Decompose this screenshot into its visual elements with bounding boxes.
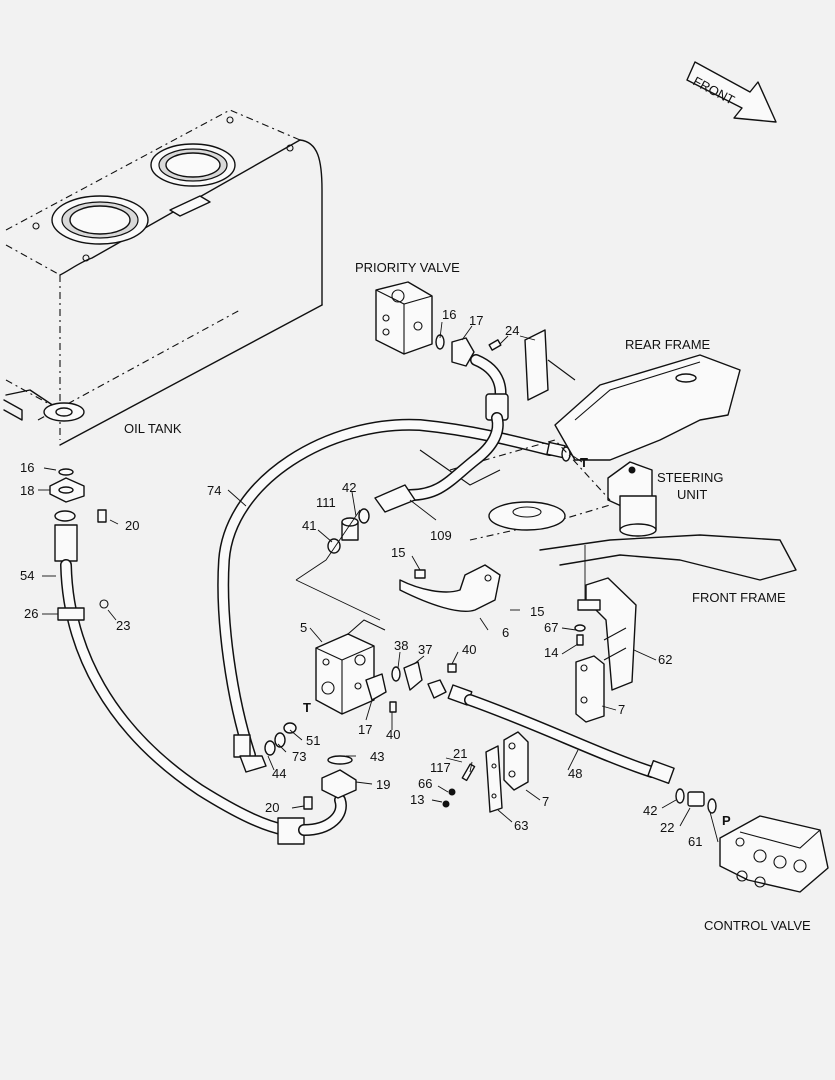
callout-15-right: 15	[530, 604, 544, 619]
callout-7-upper: 7	[618, 702, 625, 717]
priority-valve: PRIORITY VALVE	[355, 260, 509, 421]
callout-20-upper: 20	[125, 518, 139, 533]
callout-109: 109	[430, 528, 452, 543]
callout-48: 48	[568, 766, 582, 781]
callout-74: 74	[207, 483, 221, 498]
leader-lines	[38, 321, 719, 843]
bracket-63	[485, 745, 503, 813]
oil-tank: OIL TANK	[3, 109, 323, 446]
callout-61: 61	[688, 834, 702, 849]
fitting-111	[327, 508, 370, 554]
valve-block-5	[315, 619, 386, 715]
front-frame-label: FRONT FRAME	[692, 590, 786, 605]
callout-63: 63	[514, 818, 528, 833]
steering-unit-label-line2: UNIT	[677, 487, 707, 502]
callout-38: 38	[394, 638, 408, 653]
callout-16-lower: 16	[20, 460, 34, 475]
control-valve-label: CONTROL VALVE	[704, 918, 811, 933]
callout-37: 37	[418, 642, 432, 657]
callout-111: 111	[316, 495, 336, 510]
control-valve: CONTROL VALVE	[704, 815, 829, 933]
port-p: P	[722, 813, 731, 828]
callout-40-lower: 40	[386, 727, 400, 742]
callout-26: 26	[24, 606, 38, 621]
callout-7-lower: 7	[542, 794, 549, 809]
steering-unit: STEERING UNIT	[607, 461, 723, 537]
callout-20-lower: 20	[265, 800, 279, 815]
callout-24: 24	[505, 323, 519, 338]
callout-62: 62	[658, 652, 672, 667]
steering-unit-label-line1: STEERING	[657, 470, 723, 485]
bracket-6	[399, 564, 501, 612]
callout-22: 22	[660, 820, 674, 835]
hose-74	[217, 418, 571, 773]
port-t-upper: T	[580, 455, 588, 470]
callout-15-left: 15	[391, 545, 405, 560]
callout-44: 44	[272, 766, 286, 781]
front-frame: FRONT FRAME	[419, 439, 797, 605]
callout-14: 14	[544, 645, 558, 660]
hose-109	[374, 412, 504, 513]
callout-41: 41	[302, 518, 316, 533]
callout-67: 67	[544, 620, 558, 635]
callout-17-upper: 17	[469, 313, 483, 328]
priority-valve-label: PRIORITY VALVE	[355, 260, 460, 275]
suction-hose-54	[49, 468, 291, 836]
oil-tank-label: OIL TANK	[124, 421, 182, 436]
callout-19: 19	[376, 777, 390, 792]
callout-73: 73	[292, 749, 306, 764]
callout-16-upper: 16	[442, 307, 456, 322]
callout-66: 66	[418, 776, 432, 791]
callout-54: 54	[20, 568, 34, 583]
clamp-7-upper	[575, 655, 605, 723]
clamp-7-lower	[503, 731, 529, 791]
front-direction-arrow: FRONT	[686, 61, 777, 123]
callout-43: 43	[370, 749, 384, 764]
callout-42-upper: 42	[342, 480, 356, 495]
elbow-fitting-19	[277, 755, 357, 845]
hose-48	[427, 679, 675, 784]
callout-21: 21	[453, 746, 467, 761]
callout-23: 23	[116, 618, 130, 633]
bolt-21	[442, 763, 476, 808]
callout-5: 5	[300, 620, 307, 635]
rear-frame: REAR FRAME	[524, 329, 741, 461]
rear-frame-label: REAR FRAME	[625, 337, 711, 352]
callout-40-upper: 40	[462, 642, 476, 657]
callout-18: 18	[20, 483, 34, 498]
callout-117: 117	[430, 760, 451, 775]
fitting-22	[675, 788, 717, 814]
callout-6: 6	[502, 625, 509, 640]
bracket-62	[577, 577, 637, 691]
callout-51: 51	[306, 733, 320, 748]
callout-13: 13	[410, 792, 424, 807]
callout-17-lower: 17	[358, 722, 372, 737]
bolt-67	[574, 624, 586, 646]
callout-42-lower: 42	[643, 803, 657, 818]
port-t-lower: T	[303, 700, 311, 715]
flange-37	[365, 661, 457, 713]
